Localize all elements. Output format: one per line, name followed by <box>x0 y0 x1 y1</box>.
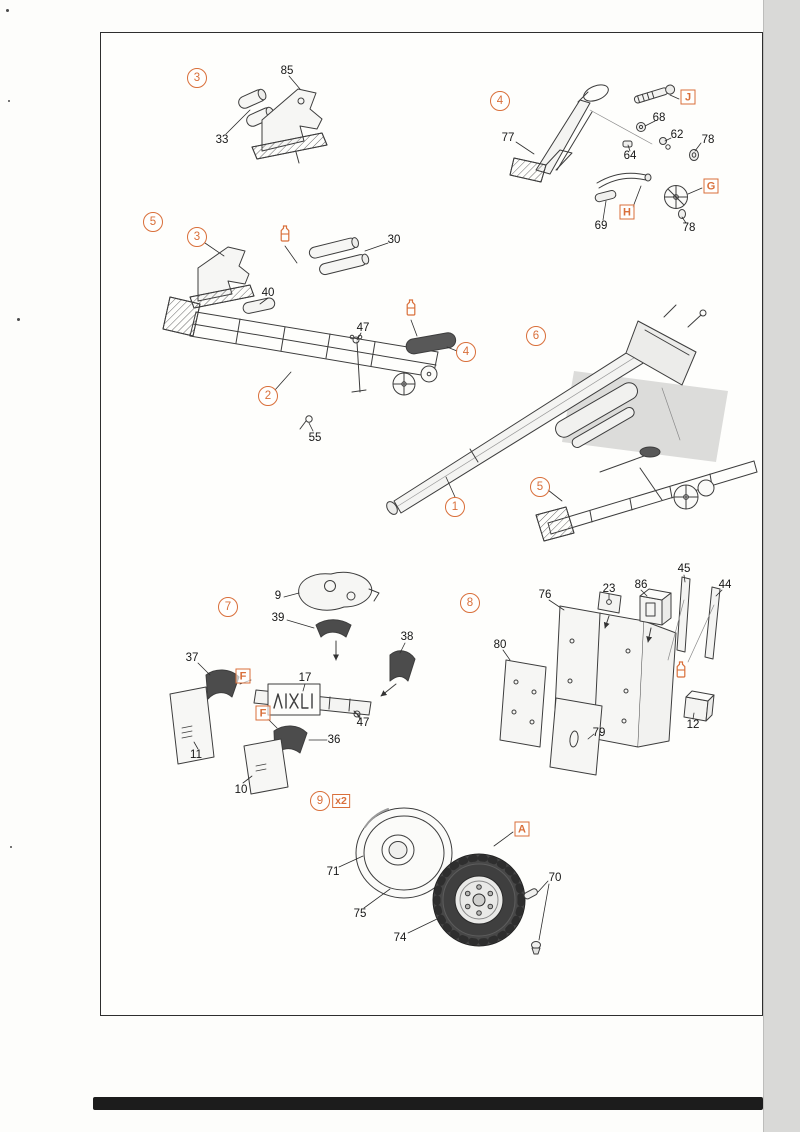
part-number-label: 68 <box>652 112 666 124</box>
part-number-label: 33 <box>215 134 229 146</box>
circled-number-5: 5 <box>143 212 163 232</box>
part-number-label: 44 <box>718 579 732 591</box>
scan-speck <box>8 100 10 102</box>
part-number-label: 55 <box>308 432 322 444</box>
scan-speck <box>17 318 20 321</box>
circled-number-2: 2 <box>258 386 278 406</box>
circled-number-9: 9 <box>310 791 330 811</box>
part-number-label: 47 <box>356 322 370 334</box>
part-number-label: 78 <box>701 134 715 146</box>
part-number-label: 12 <box>686 719 700 731</box>
part-number-label: 36 <box>327 734 341 746</box>
assembly-letter-badge-F: F <box>235 668 251 684</box>
part-number-label: 85 <box>280 65 294 77</box>
part-number-label: 69 <box>594 220 608 232</box>
part-number-label: 80 <box>493 639 507 651</box>
circled-number-4: 4 <box>456 342 476 362</box>
part-number-label: 38 <box>400 631 414 643</box>
part-number-label: 39 <box>271 612 285 624</box>
part-number-label: 47 <box>356 717 370 729</box>
part-number-label: 62 <box>670 129 684 141</box>
scan-edge-bottom <box>93 1097 763 1110</box>
scan-edge-right <box>763 0 800 1132</box>
part-number-label: 45 <box>677 563 691 575</box>
scan-speck <box>10 846 12 848</box>
circled-number-3: 3 <box>187 68 207 88</box>
part-number-label: 71 <box>326 866 340 878</box>
part-number-label: 40 <box>261 287 275 299</box>
part-number-label: 11 <box>190 749 202 761</box>
part-number-label: 37 <box>185 652 199 664</box>
part-number-label: 78 <box>682 222 696 234</box>
assembly-letter-badge-J: J <box>680 89 696 105</box>
part-number-label: 17 <box>298 672 312 684</box>
assembly-letter-badge-H: H <box>619 204 635 220</box>
part-number-label: 77 <box>501 132 515 144</box>
assembly-letter-badge-F: F <box>255 705 271 721</box>
part-number-label: 74 <box>393 932 407 944</box>
circled-number-7: 7 <box>218 597 238 617</box>
part-number-label: 75 <box>353 908 367 920</box>
part-number-label: 10 <box>234 784 248 796</box>
part-number-label: 64 <box>623 150 637 162</box>
quantity-multiplier-badge: x2 <box>332 794 350 808</box>
circled-number-5: 5 <box>530 477 550 497</box>
glue-icon <box>405 299 417 321</box>
part-number-label: 76 <box>538 589 552 601</box>
part-number-label: 23 <box>602 583 616 595</box>
glue-icon <box>675 661 687 683</box>
part-number-label: 30 <box>387 234 401 246</box>
assembly-letter-badge-A: A <box>514 821 530 837</box>
circled-number-1: 1 <box>445 497 465 517</box>
circled-number-6: 6 <box>526 326 546 346</box>
circled-number-8: 8 <box>460 593 480 613</box>
part-number-label: 86 <box>634 579 648 591</box>
circled-number-3: 3 <box>187 227 207 247</box>
assembly-letter-badge-G: G <box>703 178 719 194</box>
glue-icon <box>279 225 291 247</box>
circled-number-4: 4 <box>490 91 510 111</box>
scan-speck <box>6 9 9 12</box>
part-number-label: 9 <box>274 590 282 602</box>
part-number-label: 79 <box>592 727 606 739</box>
part-number-label: 70 <box>548 872 562 884</box>
